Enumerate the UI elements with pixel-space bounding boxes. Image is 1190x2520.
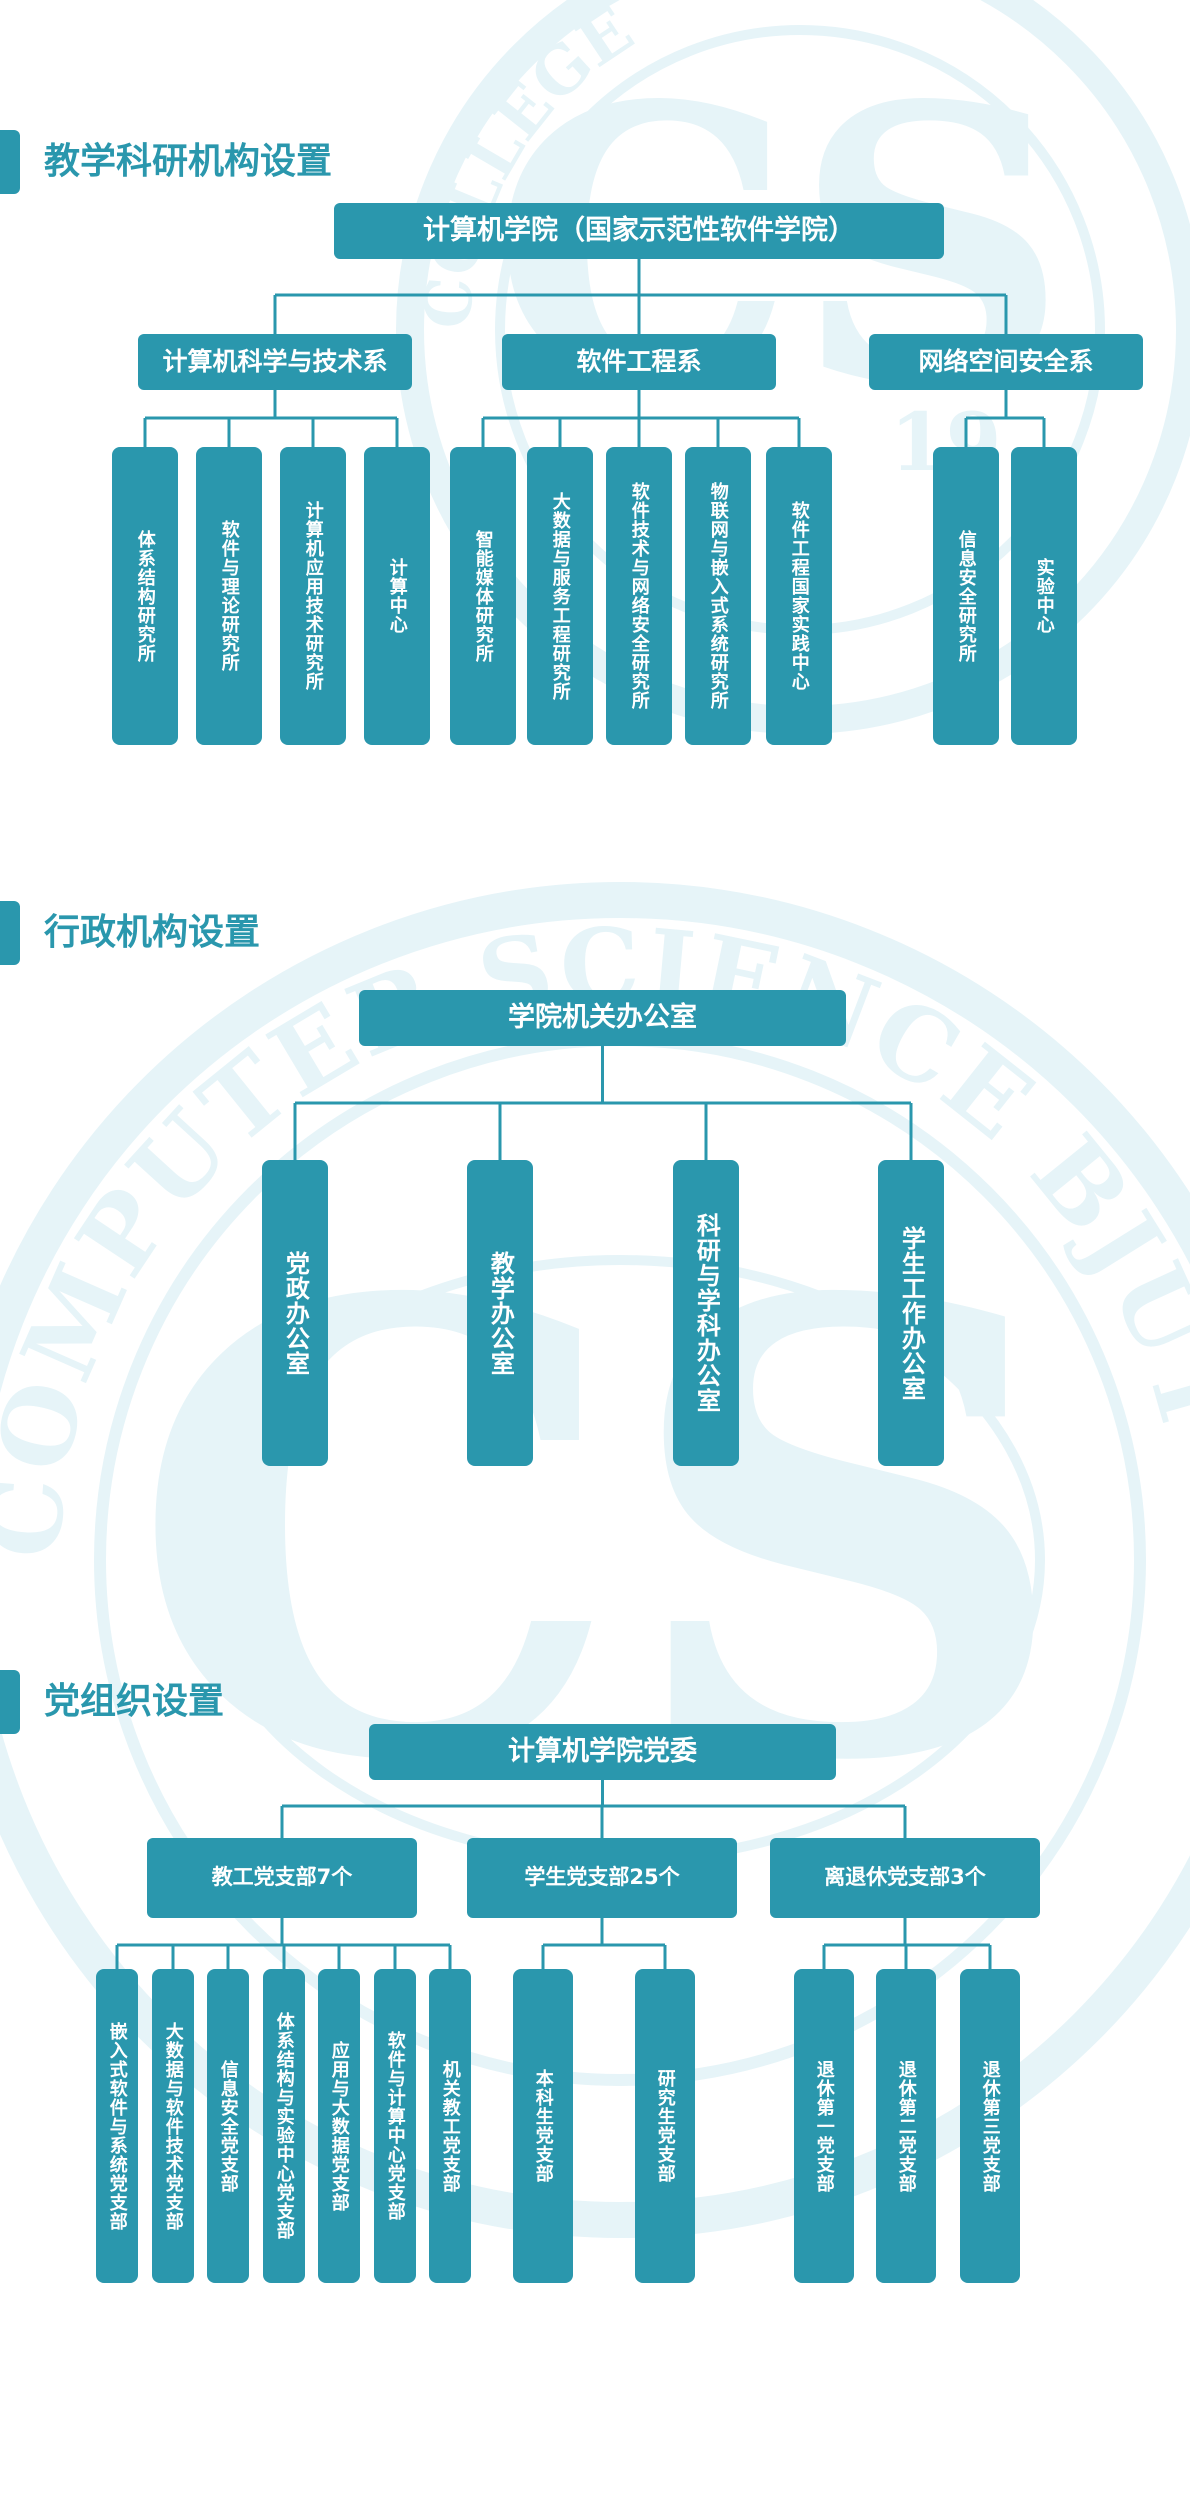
party-section-marker xyxy=(0,1670,20,1734)
party-unit-node: 退休第二党支部 xyxy=(876,1969,936,2283)
party-unit-node: 研究生党支部 xyxy=(635,1969,695,2283)
party-branch-node: 学生党支部25个 xyxy=(467,1838,737,1918)
party-unit-node: 本科生党支部 xyxy=(513,1969,573,2283)
department-node: 计算机科学与技术系 xyxy=(138,334,412,390)
party-root-node: 计算机学院党委 xyxy=(369,1724,836,1780)
party-unit-node: 体系结构与实验中心党支部 xyxy=(263,1969,305,2283)
party-unit-node: 退休第一党支部 xyxy=(794,1969,854,2283)
research-unit-node: 实验中心 xyxy=(1011,447,1077,745)
research-unit-node: 计算中心 xyxy=(364,447,430,745)
party-unit-node: 大数据与软件技术党支部 xyxy=(152,1969,194,2283)
party-unit-node: 嵌入式软件与系统党支部 xyxy=(96,1969,138,2283)
admin-root-node: 学院机关办公室 xyxy=(359,990,846,1046)
party-unit-node: 软件与计算中心党支部 xyxy=(374,1969,416,2283)
party-branch-node: 离退休党支部3个 xyxy=(770,1838,1040,1918)
party-unit-node: 退休第三党支部 xyxy=(960,1969,1020,2283)
research-unit-node: 体系结构研究所 xyxy=(112,447,178,745)
department-node: 软件工程系 xyxy=(502,334,776,390)
big-emblem-outer-ring xyxy=(0,882,1190,2238)
teaching-section-marker xyxy=(0,130,20,194)
research-unit-node: 物联网与嵌入式系统研究所 xyxy=(685,447,751,745)
party-section-title: 党组织设置 xyxy=(44,1681,225,1722)
department-node: 网络空间安全系 xyxy=(869,334,1143,390)
office-node: 教学办公室 xyxy=(467,1160,533,1466)
office-node: 科研与学科办公室 xyxy=(673,1160,739,1466)
admin-section-marker xyxy=(0,901,20,965)
office-node: 党政办公室 xyxy=(262,1160,328,1466)
party-branch-node: 教工党支部7个 xyxy=(147,1838,417,1918)
research-unit-node: 计算机应用技术研究所 xyxy=(280,447,346,745)
research-unit-node: 大数据与服务工程研究所 xyxy=(527,447,593,745)
research-unit-node: 智能媒体研究所 xyxy=(450,447,516,745)
party-unit-node: 应用与大数据党支部 xyxy=(318,1969,360,2283)
research-unit-node: 软件与理论研究所 xyxy=(196,447,262,745)
party-unit-node: 机关教工党支部 xyxy=(429,1969,471,2283)
research-unit-node: 信息安全研究所 xyxy=(933,447,999,745)
party-unit-node: 信息安全党支部 xyxy=(207,1969,249,2283)
teaching-section-title: 教学科研机构设置 xyxy=(44,141,333,182)
research-unit-node: 软件技术与网络安全研究所 xyxy=(606,447,672,745)
teaching-root-node: 计算机学院（国家示范性软件学院） xyxy=(334,203,944,259)
office-node: 学生工作办公室 xyxy=(878,1160,944,1466)
research-unit-node: 软件工程国家实践中心 xyxy=(766,447,832,745)
admin-section-title: 行政机构设置 xyxy=(44,912,261,953)
